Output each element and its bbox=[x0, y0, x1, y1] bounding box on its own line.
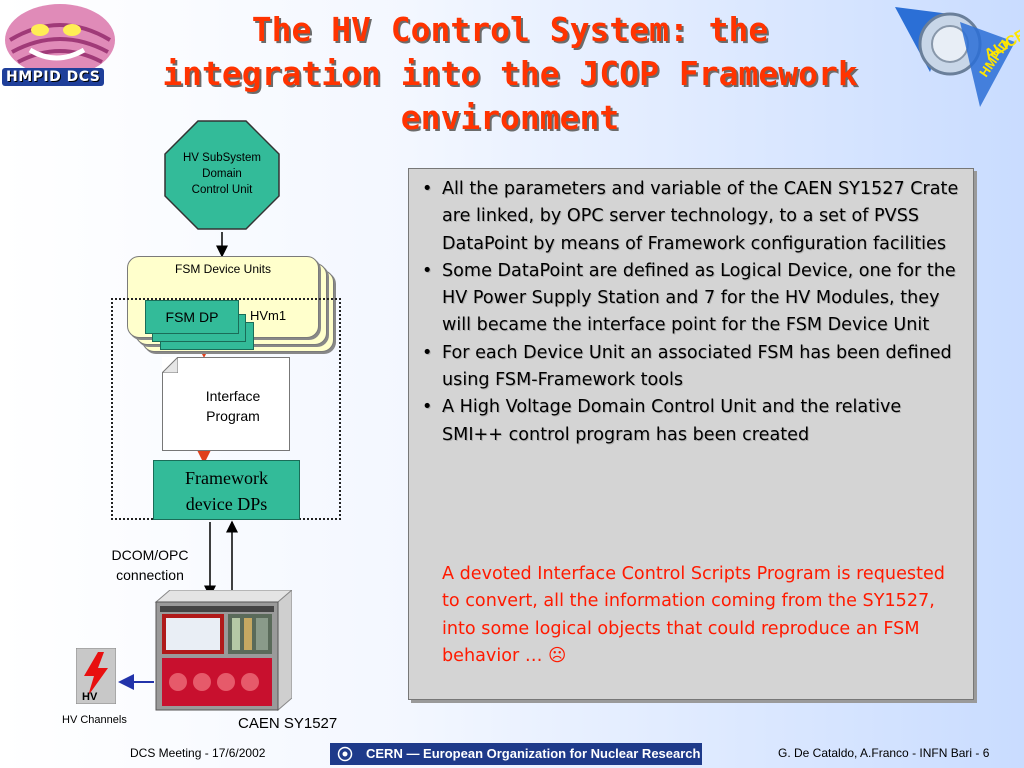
red-note-text: A devoted Interface Control Scripts Prog… bbox=[442, 564, 945, 666]
title-line-2: integration into the JCOP Framework bbox=[162, 54, 858, 93]
alice-hmpid-logo: ALICE HMPID bbox=[895, 7, 1020, 107]
hmpid-dcs-logo-text: HMPID DCS bbox=[2, 68, 105, 86]
bullet-dot: • bbox=[422, 179, 433, 199]
folded-corner-icon bbox=[162, 357, 178, 373]
hv-channels-label: HV Channels bbox=[62, 714, 127, 726]
interface-program-box bbox=[162, 357, 290, 451]
bullet-dot: • bbox=[422, 342, 433, 363]
cern-logo-icon bbox=[337, 746, 353, 762]
bullet-item: •All the parameters and variable of the … bbox=[420, 176, 965, 258]
cern-banner: CERN — European Organization for Nuclear… bbox=[330, 743, 702, 765]
framework-device-dps-box: Framework device DPs bbox=[153, 460, 300, 520]
slide-title: The HV Control System: the integration i… bbox=[130, 8, 890, 140]
text-panel bbox=[408, 168, 974, 700]
domain-control-unit-label: HV SubSystem Domain Control Unit bbox=[183, 152, 261, 196]
hvm1-label: HVm1 bbox=[250, 308, 287, 323]
bullet-item: •A High Voltage Domain Control Unit and … bbox=[420, 394, 965, 449]
title-line-1: The HV Control System: the bbox=[251, 10, 769, 49]
bullet-list: •All the parameters and variable of the … bbox=[420, 176, 965, 449]
footer-meeting-date: DCS Meeting - 17/6/2002 bbox=[130, 746, 266, 760]
bullet-dot: • bbox=[422, 397, 433, 418]
caen-crate-image bbox=[154, 590, 292, 712]
hv-icon-label: HV bbox=[82, 691, 98, 703]
caen-sy1527-label: CAEN SY1527 bbox=[238, 715, 338, 732]
bullet-dot: • bbox=[422, 260, 433, 281]
hv-lightning-icon: HV bbox=[76, 648, 116, 704]
cheshire-cat-logo bbox=[5, 4, 115, 76]
interface-program-label: Interface Program bbox=[205, 388, 261, 424]
fsm-device-units-label: FSM Device Units bbox=[174, 262, 272, 276]
domain-control-unit-octagon bbox=[164, 120, 280, 230]
fsm-dp-box: FSM DP bbox=[145, 300, 239, 334]
bullet-item: •Some DataPoint are defined as Logical D… bbox=[420, 258, 965, 340]
bullet-item: •For each Device Unit an associated FSM … bbox=[420, 340, 965, 395]
dcom-opc-connection-label: DCOM/OPC connection bbox=[111, 547, 189, 583]
footer-authors: G. De Cataldo, A.Franco - INFN Bari - 6 bbox=[778, 746, 990, 760]
title-line-3: environment bbox=[400, 98, 620, 137]
